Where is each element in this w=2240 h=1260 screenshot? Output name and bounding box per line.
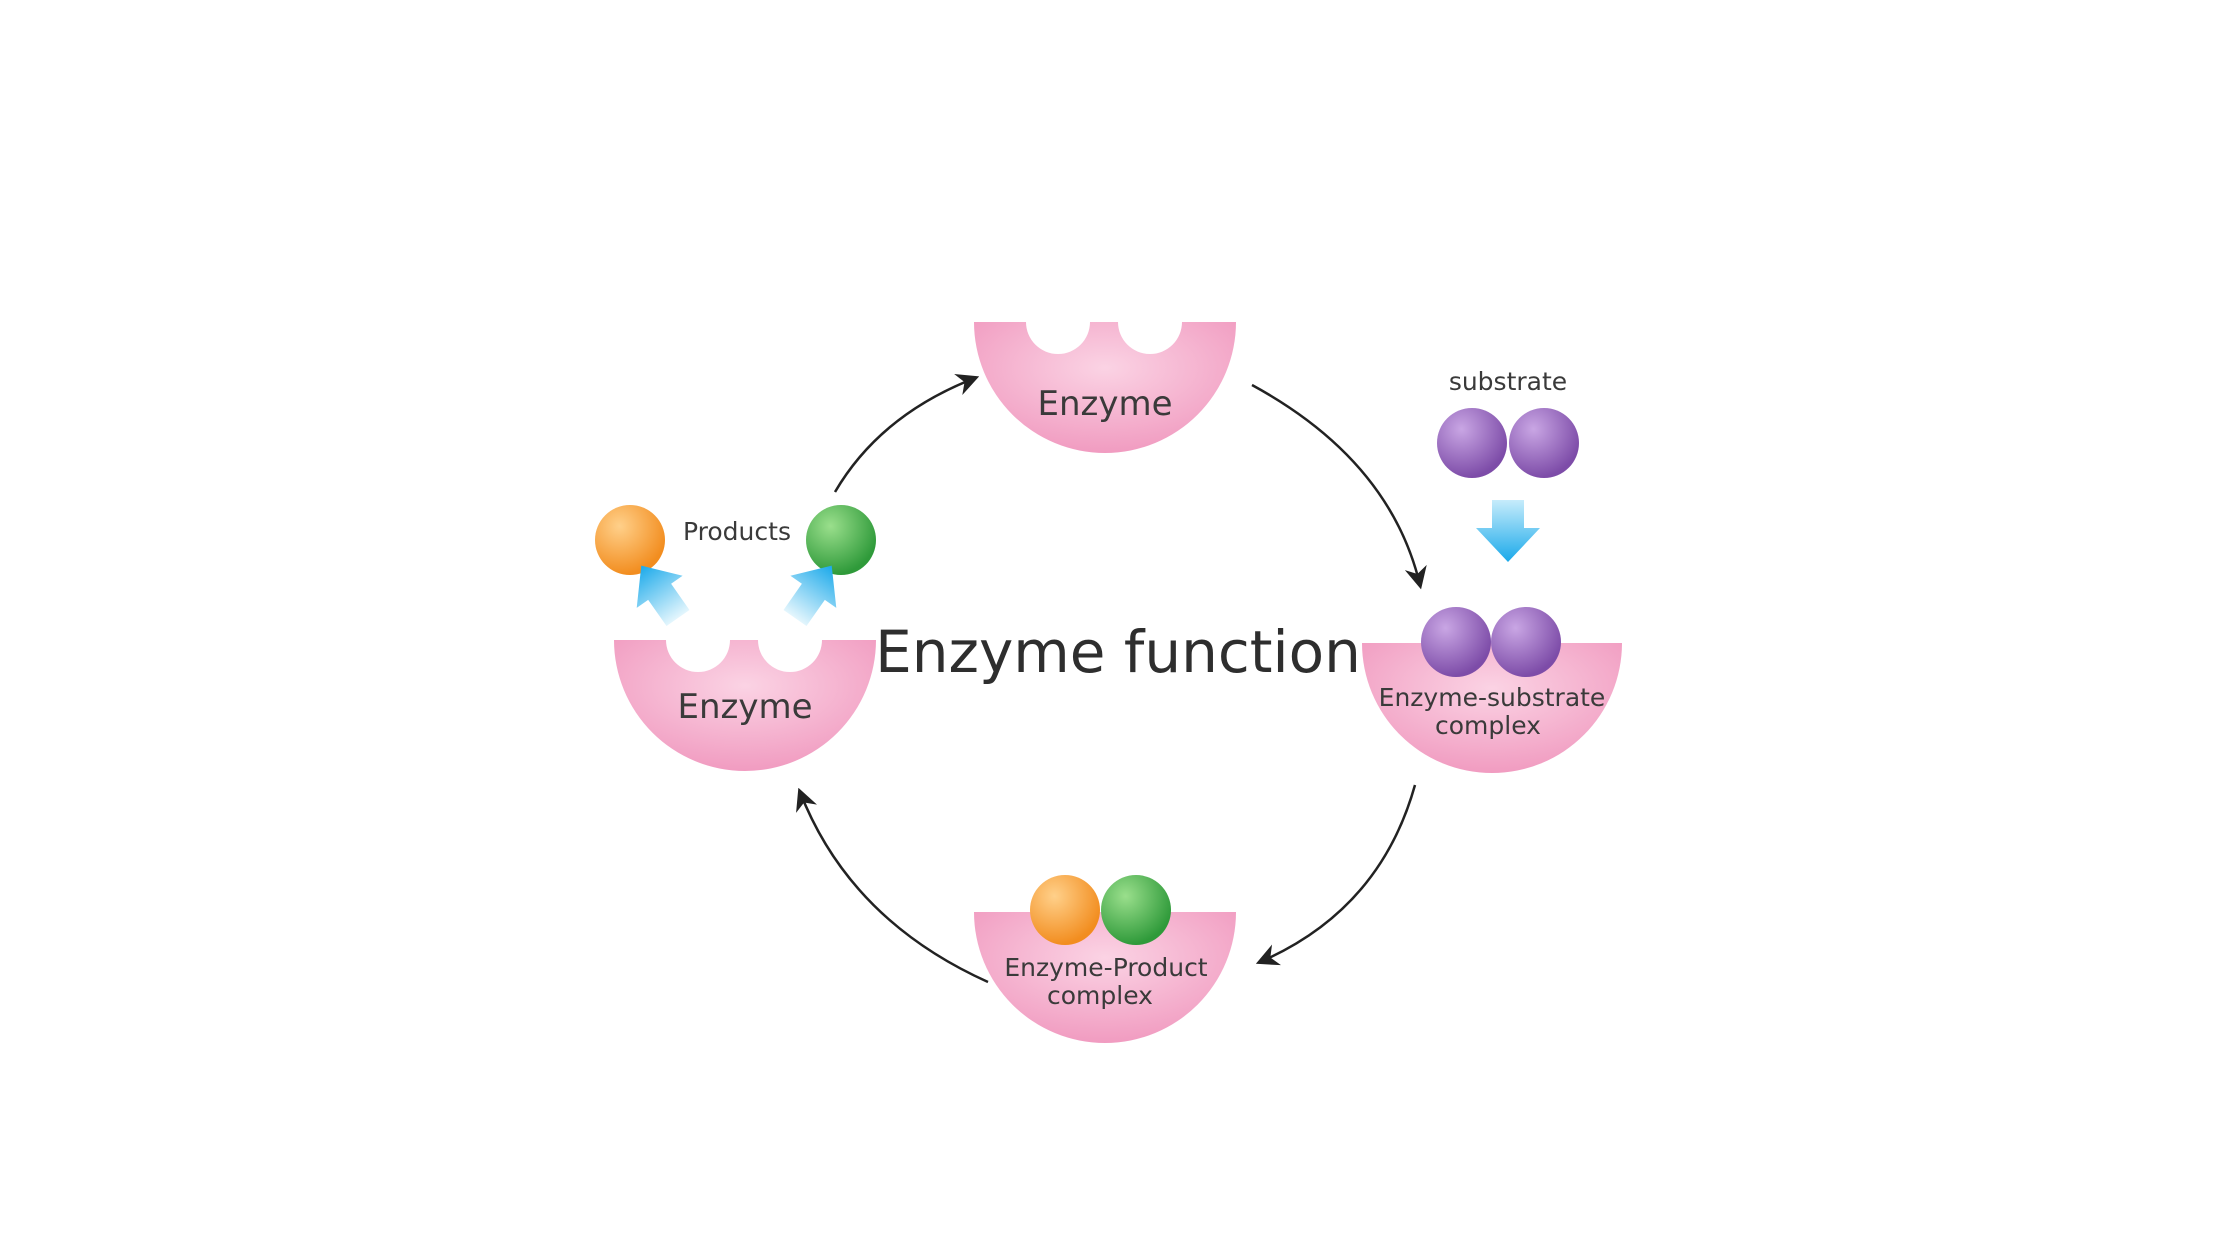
substrate-molecule-right [1509, 408, 1579, 478]
cycle-arrow-top-to-right [1251, 383, 1427, 590]
substrate-molecule-left [1437, 408, 1507, 478]
enzyme-product-complex: Enzyme-Product complex [974, 875, 1236, 1043]
release-arrow-right-icon [783, 565, 837, 627]
cycle-arrow-left-to-top [833, 374, 980, 493]
es-complex-label-line1: Enzyme-substrate [1379, 683, 1606, 712]
cycle-arrow-right-to-bottom [1255, 784, 1417, 966]
top-enzyme: Enzyme [974, 322, 1236, 453]
substrate-label: substrate [1449, 367, 1567, 396]
diagram-title: Enzyme function [875, 618, 1361, 686]
ep-complex-enzyme-shape [974, 912, 1236, 1043]
substrate-group: substrate [1437, 367, 1579, 562]
ep-complex-label-line1: Enzyme-Product [1004, 953, 1207, 982]
top-enzyme-shape [974, 322, 1236, 453]
product-orange-molecule [595, 505, 665, 575]
left-enzyme-label: Enzyme [677, 687, 812, 727]
es-complex-substrate-left [1421, 607, 1491, 677]
cycle-arrow-bottom-to-left [796, 787, 989, 984]
ep-complex-label-line2: complex [1047, 981, 1153, 1010]
ep-complex-product-green [1101, 875, 1171, 945]
left-enzyme-shape [614, 640, 876, 771]
ep-complex-product-orange [1030, 875, 1100, 945]
product-green-molecule [806, 505, 876, 575]
es-complex-enzyme-shape [1362, 643, 1622, 773]
release-arrow-left-icon [636, 565, 690, 627]
enzyme-substrate-complex: Enzyme-substrate complex [1362, 607, 1622, 773]
es-complex-label-line2: complex [1435, 711, 1541, 740]
es-complex-substrate-right [1491, 607, 1561, 677]
left-enzyme: Enzyme [614, 640, 876, 771]
top-enzyme-label: Enzyme [1037, 384, 1172, 424]
binding-arrow-down-icon [1476, 500, 1540, 562]
products-label: Products [683, 517, 791, 546]
products-group: Products [595, 505, 876, 627]
